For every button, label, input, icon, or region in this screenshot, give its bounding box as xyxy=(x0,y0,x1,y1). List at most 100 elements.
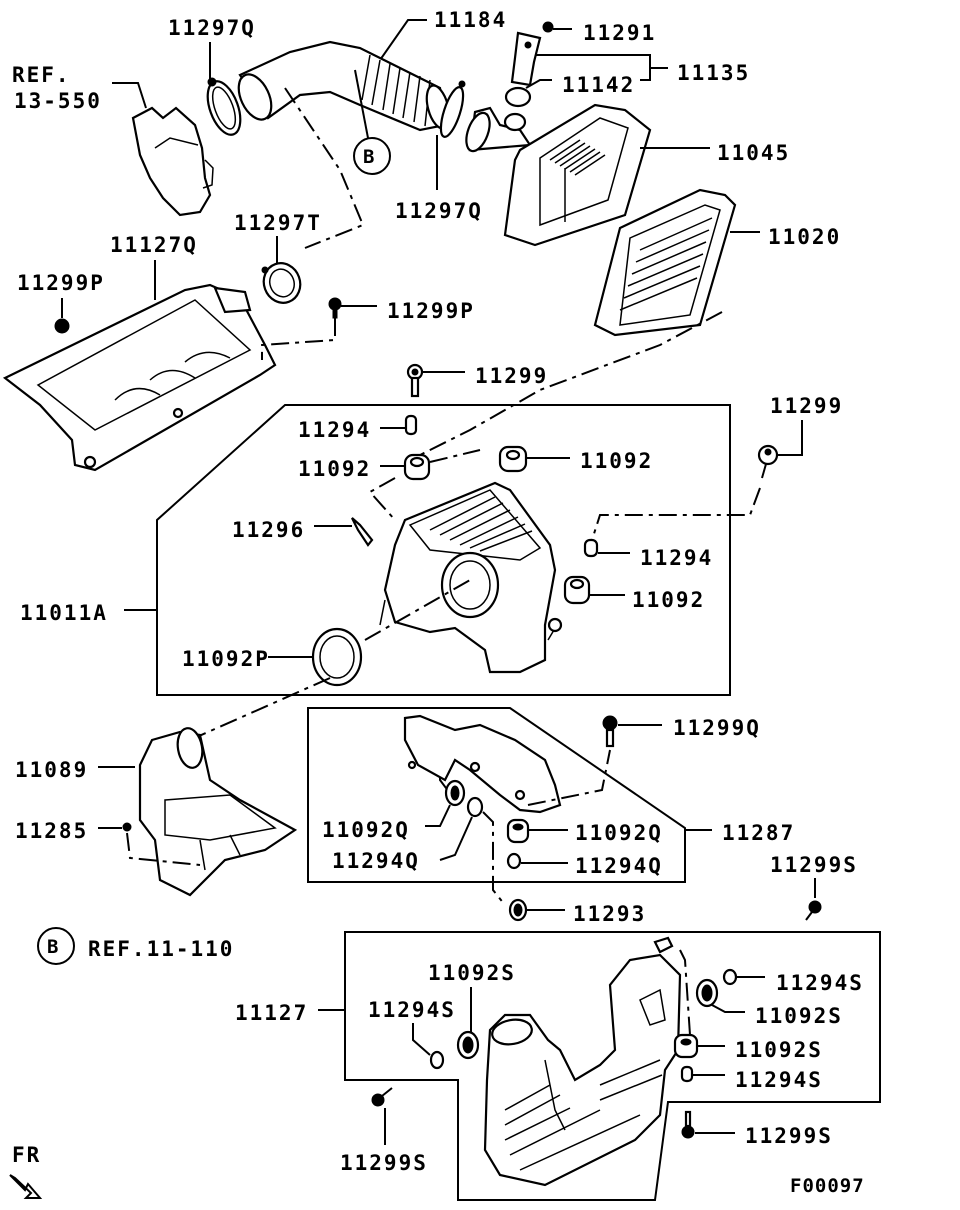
part-label-11287[interactable]: 11287 xyxy=(722,821,795,845)
bolt-11299S-right xyxy=(805,900,822,921)
grommet-11092Q-b xyxy=(506,818,530,844)
leader-11184 xyxy=(379,19,427,61)
part-label-11294S-r1[interactable]: 11294S xyxy=(776,971,864,995)
grommet-11092-b xyxy=(498,445,528,473)
part-label-11299P-left[interactable]: 11299P xyxy=(17,271,105,295)
part-label-11184[interactable]: 11184 xyxy=(434,8,507,32)
collar-11294S-r2 xyxy=(680,1065,694,1083)
assembly-box-11011A xyxy=(156,404,731,696)
assembly-line-11299P xyxy=(261,318,336,360)
collar-11294Q-a xyxy=(466,796,484,818)
figure-code: F00097 xyxy=(790,1175,865,1197)
part-label-11045[interactable]: 11045 xyxy=(717,141,790,165)
collar-11294-b xyxy=(583,538,599,558)
part-label-11296[interactable]: 11296 xyxy=(232,518,305,542)
grommet-11092-c xyxy=(563,575,591,605)
grommet-11092S-r1 xyxy=(695,978,719,1008)
air-cleaner-case xyxy=(379,481,563,674)
intake-hose-11184 xyxy=(237,40,451,132)
part-label-11142[interactable]: 11142 xyxy=(562,73,635,97)
collar-11294Q-b xyxy=(506,852,522,870)
part-label-11297T[interactable]: 11297T xyxy=(234,211,322,235)
part-label-11294S-a[interactable]: 11294S xyxy=(368,998,456,1022)
assembly-line-filter-to-box xyxy=(419,311,723,456)
part-label-11092Q-a[interactable]: 11092Q xyxy=(322,818,410,842)
part-label-11299Q[interactable]: 11299Q xyxy=(673,716,761,740)
grommet-11092-a xyxy=(403,453,431,481)
air-intake-duct-11089 xyxy=(138,727,298,897)
ref-marker-b-top-text: B xyxy=(363,146,375,168)
part-label-11293[interactable]: 11293 xyxy=(573,902,646,926)
part-label-11297Q-mid[interactable]: 11297Q xyxy=(395,199,483,223)
part-label-11294Q-b[interactable]: 11294Q xyxy=(575,854,663,878)
grommet-11092S-r2 xyxy=(673,1033,699,1059)
bolt-11299P-right xyxy=(328,297,342,319)
part-label-11092S-r2[interactable]: 11092S xyxy=(735,1038,823,1062)
assembly-box-11127 xyxy=(344,931,881,1201)
part-label-11294S-r2[interactable]: 11294S xyxy=(735,1068,823,1092)
direction-label-fr: FR xyxy=(12,1143,41,1167)
part-label-11299-top[interactable]: 11299 xyxy=(475,364,548,388)
part-label-11092S-r1[interactable]: 11092S xyxy=(755,1004,843,1028)
bolt-11299S-bottom-left xyxy=(371,1087,393,1107)
part-label-11092S-a[interactable]: 11092S xyxy=(428,961,516,985)
clip-11285 xyxy=(122,822,132,832)
assembly-line-ring-to-11089 xyxy=(189,677,331,741)
part-label-11092Q-b[interactable]: 11092Q xyxy=(575,821,663,845)
hose-clamp-11297Q-top xyxy=(206,77,242,136)
hose-clamp-11297Q-mid xyxy=(439,80,466,138)
screw-11291 xyxy=(542,21,554,33)
leader-ref-b-top xyxy=(354,69,369,139)
part-label-11092-c[interactable]: 11092 xyxy=(632,588,705,612)
air-cleaner-cover-11045 xyxy=(465,103,652,247)
part-label-11127[interactable]: 11127 xyxy=(235,1001,308,1025)
part-label-11285[interactable]: 11285 xyxy=(15,819,88,843)
part-label-11089[interactable]: 11089 xyxy=(15,758,88,782)
o-ring-11142 xyxy=(504,86,532,108)
seal-ring-11092P xyxy=(311,627,363,687)
ref-marker-b-bottom xyxy=(37,927,75,965)
bolt-11299P-left xyxy=(54,318,70,334)
part-label-11299S-right[interactable]: 11299S xyxy=(770,853,858,877)
part-label-11011A[interactable]: 11011A xyxy=(20,601,108,625)
part-label-11297Q-top[interactable]: 11297Q xyxy=(168,16,256,40)
assembly-box-11287 xyxy=(307,707,686,883)
part-label-11294-b[interactable]: 11294 xyxy=(640,546,713,570)
resonator-11127 xyxy=(483,936,682,1187)
part-label-11294-a[interactable]: 11294 xyxy=(298,418,371,442)
part-label-11020[interactable]: 11020 xyxy=(768,225,841,249)
part-label-11135[interactable]: 11135 xyxy=(677,61,750,85)
front-direction-arrow-icon xyxy=(9,1174,43,1199)
mounting-bracket-11287 xyxy=(403,714,562,814)
bolt-11299-top xyxy=(406,363,424,398)
assembly-line-hose-to-11297T xyxy=(284,87,365,249)
leader-ref-13-550 xyxy=(112,82,147,109)
part-label-11092-b[interactable]: 11092 xyxy=(580,449,653,473)
upper-air-duct-11127Q xyxy=(2,283,277,472)
bolt-11299Q xyxy=(602,715,618,748)
part-label-11092P[interactable]: 11092P xyxy=(182,647,270,671)
bolt-11299-right xyxy=(757,444,779,479)
part-label-11299-right[interactable]: 11299 xyxy=(770,394,843,418)
bolt-11299S-bottom-right xyxy=(681,1110,695,1139)
part-label-11294Q-a[interactable]: 11294Q xyxy=(332,849,420,873)
clip-11296 xyxy=(351,517,374,547)
part-label-11299S-bottom-right[interactable]: 11299S xyxy=(745,1124,833,1148)
throttle-body-ref-part xyxy=(131,106,214,217)
grommet-11092Q-a xyxy=(444,779,466,807)
collar-11294S-a xyxy=(429,1050,445,1070)
grommet-11092S-a xyxy=(456,1030,480,1060)
part-label-11299S-bottom-left[interactable]: 11299S xyxy=(340,1151,428,1175)
part-label-11092-a[interactable]: 11092 xyxy=(298,457,371,481)
part-label-11127Q[interactable]: 11127Q xyxy=(110,233,198,257)
ref-note-13-550-line2: 13-550 xyxy=(14,89,102,113)
nut-11293 xyxy=(508,898,528,922)
air-filter-element-11020 xyxy=(593,188,737,337)
part-label-11291[interactable]: 11291 xyxy=(583,21,656,45)
collar-11294-a xyxy=(404,414,418,436)
ref-note-11-110[interactable]: REF.11-110 xyxy=(88,937,234,961)
hose-clamp-11297T xyxy=(261,262,302,304)
part-label-11299P-right[interactable]: 11299P xyxy=(387,299,475,323)
collar-11294S-r1 xyxy=(722,968,738,986)
